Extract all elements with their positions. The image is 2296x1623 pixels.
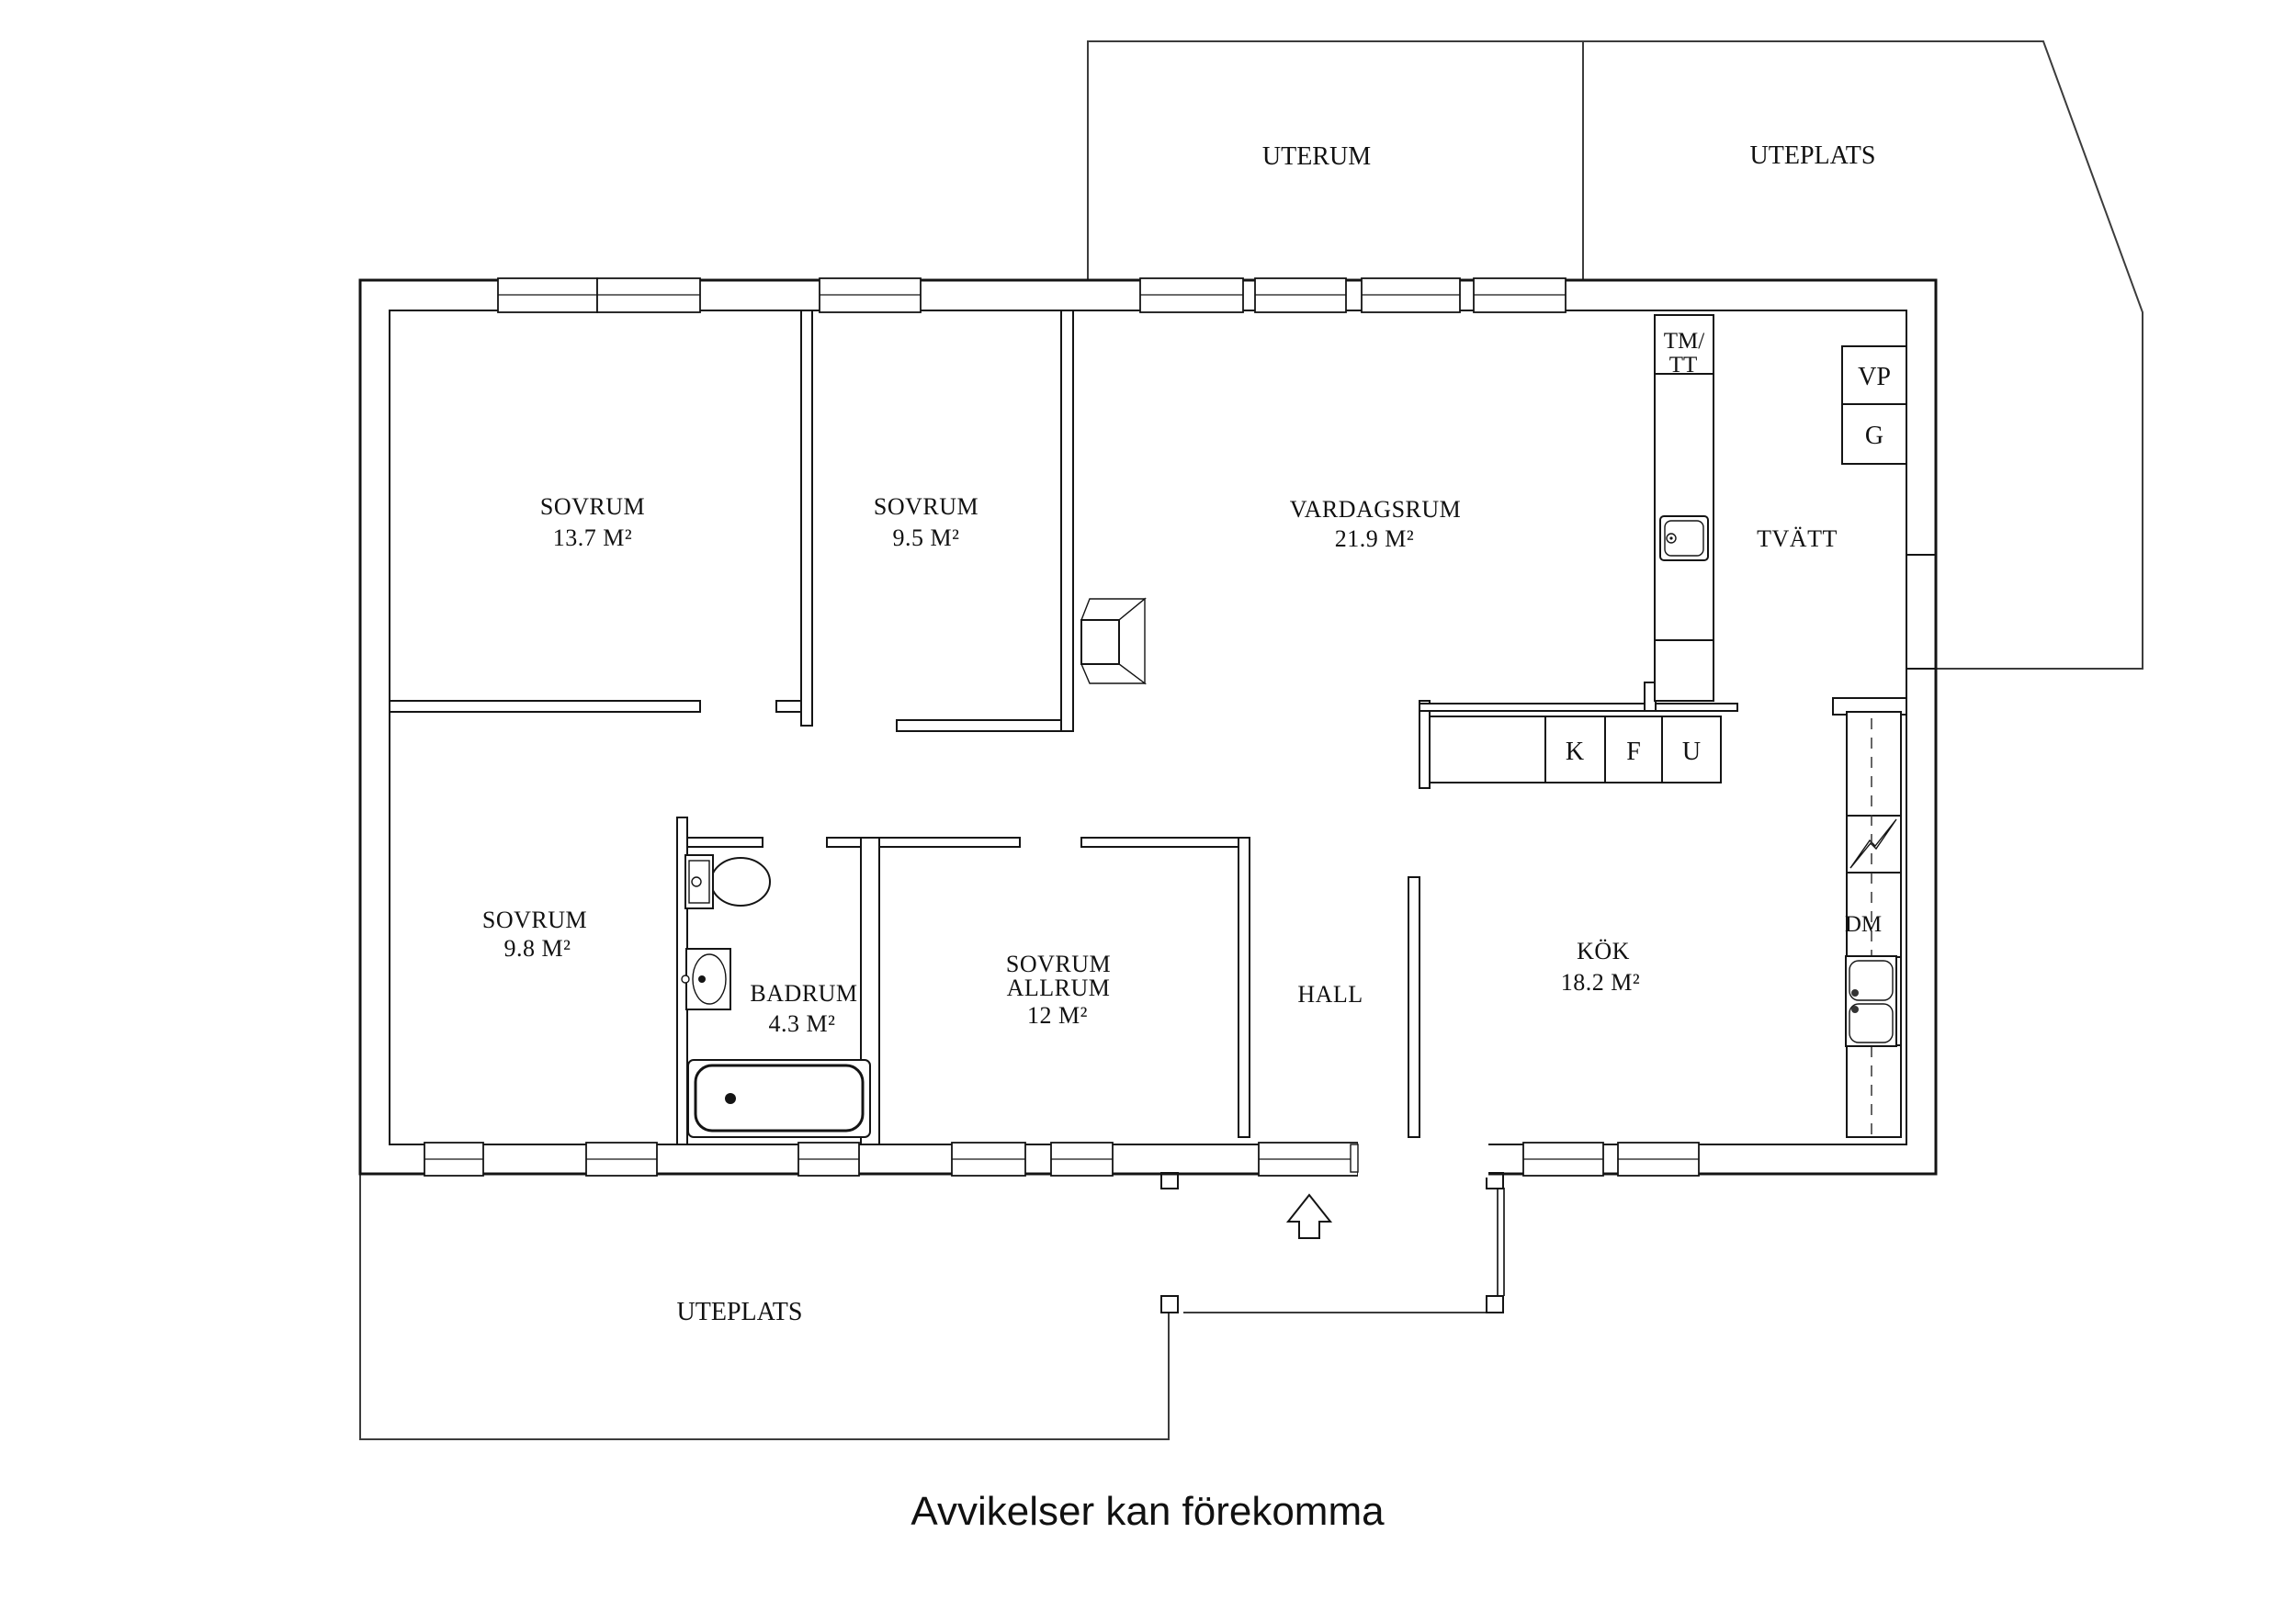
uteplats-bottom-outline [359, 1174, 1170, 1440]
outdoor-outlines [359, 40, 2143, 1440]
fireplace-icon [1080, 597, 1148, 685]
room-area-badrum: 4.3 M² [769, 1010, 836, 1037]
room-label-tvatt: TVÄTT [1757, 525, 1838, 552]
stove-lightning-icon [1849, 818, 1897, 869]
builtins [1429, 314, 1907, 1138]
entrance-arrow-icon [1285, 1193, 1333, 1239]
room-label-badrum: BADRUM [750, 980, 857, 1007]
uteplats-top-label: UTEPLATS [1750, 141, 1876, 170]
windows [424, 277, 1700, 1178]
porch-post [1160, 1295, 1179, 1313]
laundry-sink-icon [1659, 515, 1709, 561]
toilet-icon [684, 854, 771, 909]
uteplats-top-outline [1583, 40, 2143, 670]
room-area-allrum: 12 M² [1027, 1002, 1088, 1029]
disclaimer-text: Avvikelser kan förekomma [910, 1489, 1385, 1534]
appliance-label-u: U [1682, 738, 1701, 766]
bathtub-icon [687, 1059, 871, 1138]
room-label-kok: KÖK [1577, 938, 1630, 964]
g-box [1841, 403, 1907, 465]
labels: UTERUM UTEPLATS UTEPLATS SOVRUM 13.7 M² … [482, 141, 1891, 1534]
room-area-sovrum2: 9.5 M² [893, 524, 960, 551]
room-label-vardagsrum: VARDAGSRUM [1290, 496, 1462, 523]
appliance-label-tmtt-1: TM/ [1664, 329, 1705, 354]
window-icon [497, 277, 1566, 313]
room-label-allrum-1: SOVRUM [1006, 951, 1111, 977]
window-icon [424, 1142, 1700, 1177]
porch-post [1486, 1172, 1504, 1189]
appliance-label-tmtt-2: TT [1669, 353, 1698, 378]
uteplats-bottom-label: UTEPLATS [677, 1298, 803, 1326]
room-label-sovrum1: SOVRUM [540, 493, 645, 520]
appliance-label-dm: DM [1845, 912, 1882, 937]
uterum-label: UTERUM [1262, 142, 1371, 171]
room-area-sovrum3: 9.8 M² [504, 935, 571, 962]
interior-walls [389, 310, 1936, 1145]
appliance-label-g: G [1865, 422, 1883, 450]
porch-post [1160, 1172, 1179, 1189]
vp-box [1841, 345, 1907, 405]
appliance-label-k: K [1566, 738, 1584, 766]
room-area-kok: 18.2 M² [1561, 969, 1640, 996]
room-label-sovrum2: SOVRUM [874, 493, 978, 520]
bathroom-sink-icon [681, 948, 731, 1010]
kitchen-sink-icon [1845, 955, 1897, 1047]
entrance-door-opening [1350, 1141, 1488, 1178]
room-area-vardagsrum: 21.9 M² [1335, 525, 1414, 552]
porch-post [1486, 1295, 1504, 1313]
closet-row [1429, 716, 1722, 783]
room-area-sovrum1: 13.7 M² [553, 524, 632, 551]
bathroom-fixtures [681, 854, 871, 1138]
appliance-label-vp: VP [1858, 363, 1891, 391]
room-label-sovrum3: SOVRUM [482, 907, 587, 933]
laundry-cabinet [1654, 314, 1714, 702]
room-label-hall: HALL [1297, 981, 1363, 1008]
appliance-label-f: F [1626, 738, 1641, 766]
kitchen-counter [1846, 711, 1902, 1138]
room-label-allrum-2: ALLRUM [1007, 975, 1111, 1001]
